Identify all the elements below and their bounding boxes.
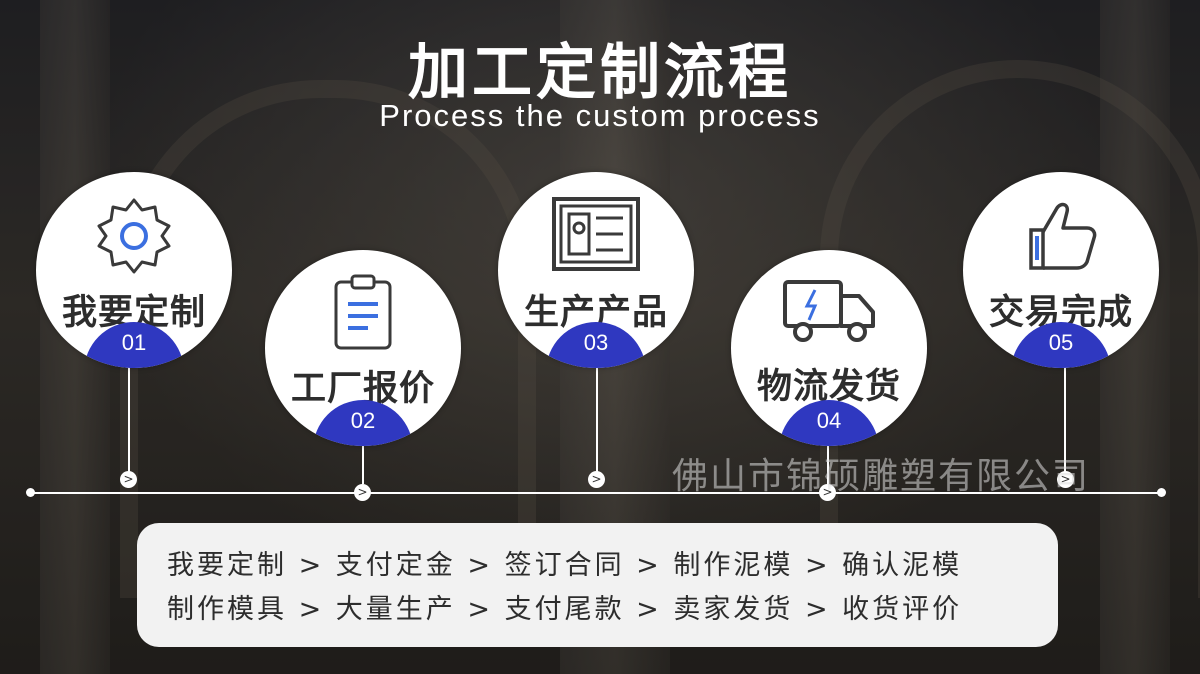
connector-line <box>827 444 829 484</box>
step-01-custom: 我要定制 01 <box>36 172 232 368</box>
arrow-right-icon: > <box>819 484 836 501</box>
arrow-right-icon: > <box>354 484 371 501</box>
step-03-production: 生产产品 03 <box>498 172 694 368</box>
production-icon <box>551 196 641 276</box>
connector-line <box>128 366 130 480</box>
page-subtitle: Process the custom process <box>379 98 821 133</box>
page-title: 加工定制流程 <box>408 38 792 108</box>
truck-icon <box>781 276 877 350</box>
connector-line <box>1064 366 1066 480</box>
gear-icon <box>94 196 174 280</box>
arrow-right-icon: > <box>1057 471 1074 488</box>
timeline-start-dot <box>26 488 35 497</box>
arrow-right-icon: > <box>588 471 605 488</box>
step-02-quote: 工厂报价 02 <box>265 250 461 446</box>
timeline-end-dot <box>1157 488 1166 497</box>
process-row: 制作模具 > 大量生产 > 支付尾款 > 卖家发货 > 收货评价 <box>167 594 963 625</box>
step-05-complete: 交易完成 05 <box>963 172 1159 368</box>
process-row: 我要定制 > 支付定金 > 签订合同 > 制作泥模 > 确认泥模 <box>167 550 963 581</box>
timeline-line <box>30 492 1162 494</box>
document-icon <box>328 272 398 356</box>
connector-line <box>596 366 598 480</box>
company-watermark: 佛山市锦硕雕塑有限公司 <box>672 456 1091 497</box>
step-04-shipping: 物流发货 04 <box>731 250 927 446</box>
arrow-right-icon: > <box>120 471 137 488</box>
connector-line <box>362 444 364 484</box>
process-summary-panel: 我要定制 > 支付定金 > 签订合同 > 制作泥模 > 确认泥模 制作模具 > … <box>137 523 1058 647</box>
thumbs-up-icon <box>1023 198 1099 276</box>
